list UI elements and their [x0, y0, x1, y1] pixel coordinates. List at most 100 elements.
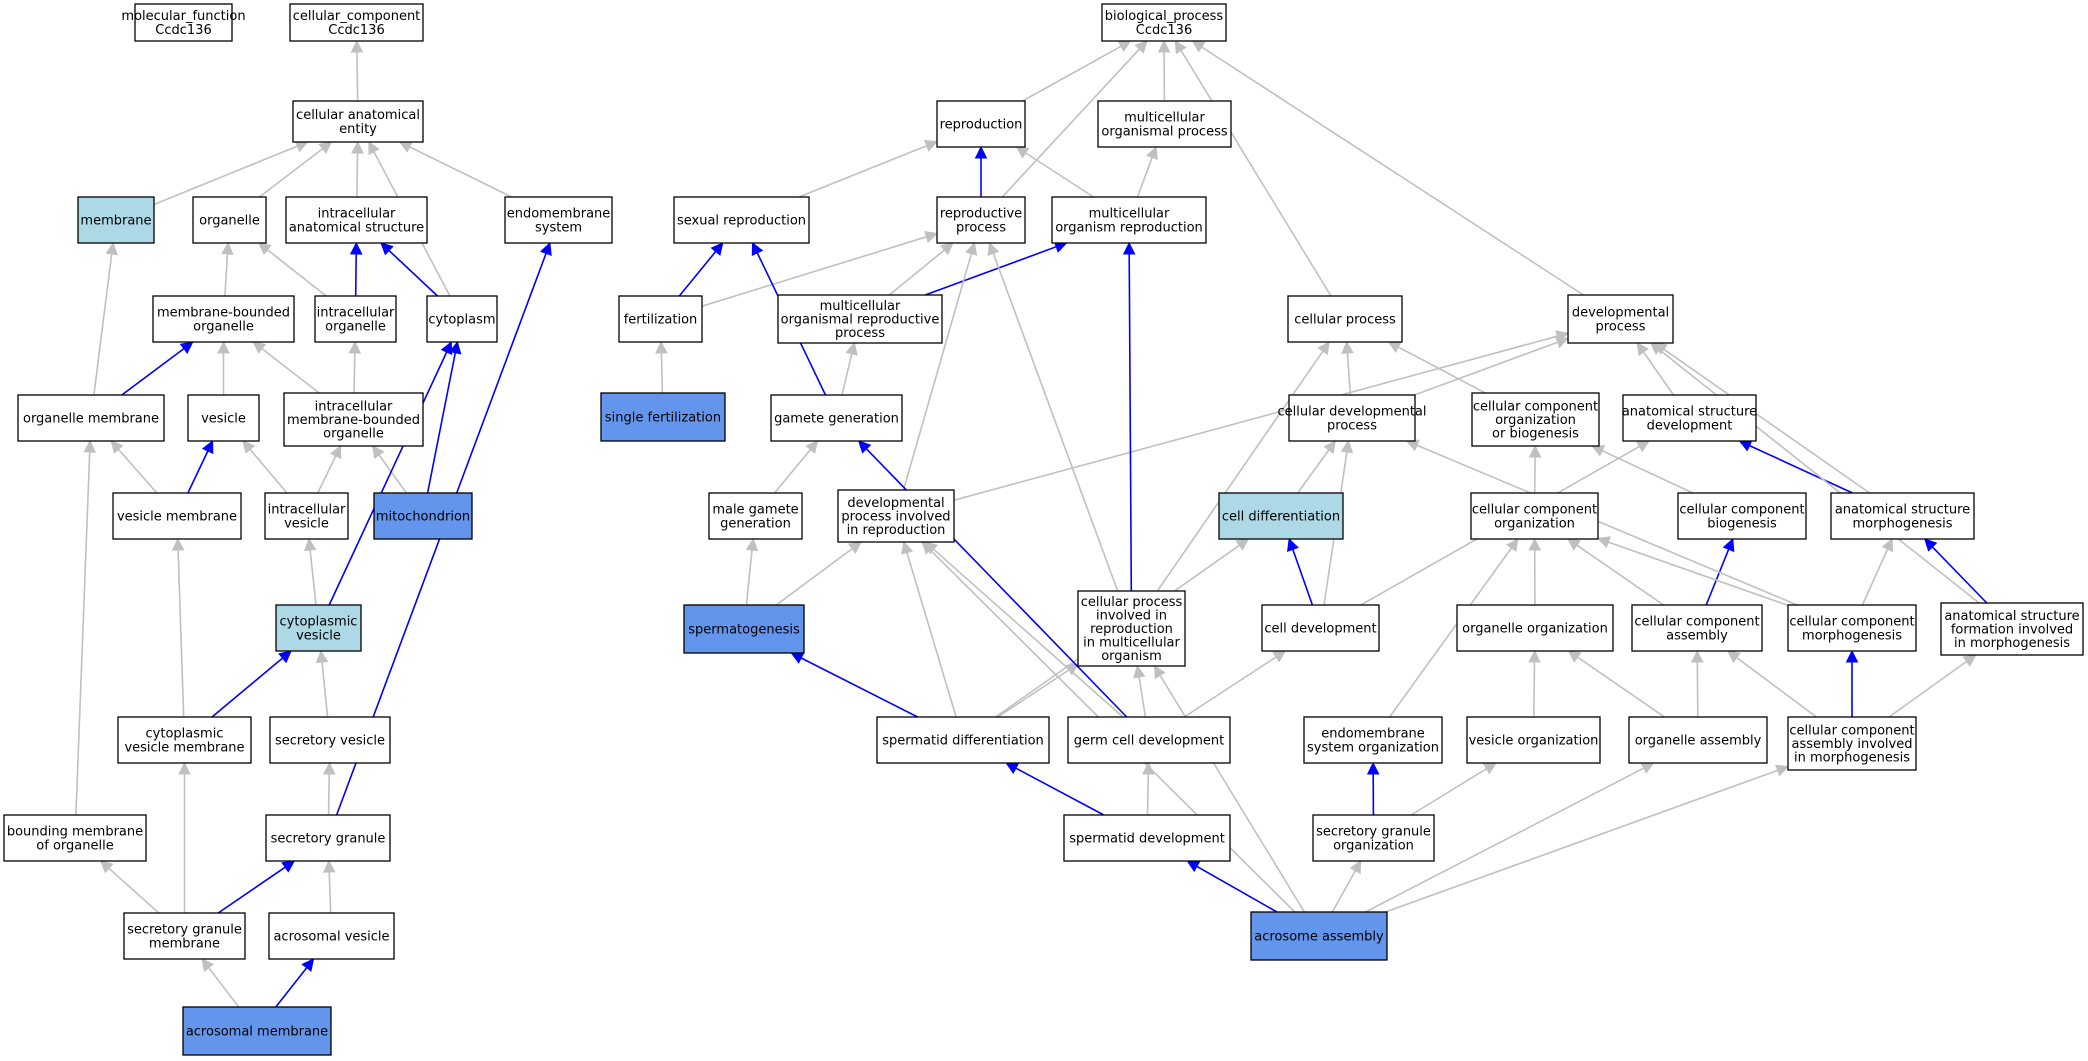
go-term-node-secves[interactable]: secretory vesicle [269, 716, 391, 764]
node-box [123, 912, 246, 960]
edge-cca-to-cco [1566, 538, 1665, 606]
go-term-node-orgass[interactable]: organelle assembly [1628, 716, 1768, 764]
edge-singfert-to-fert [655, 340, 668, 394]
edge-arrowhead [1157, 39, 1171, 53]
go-term-node-celldev[interactable]: cell development [1261, 604, 1380, 652]
go-term-node-celldiff[interactable]: cell differentiation [1218, 492, 1344, 540]
go-term-node-spermgen[interactable]: spermatogenesis [683, 604, 805, 654]
edge-line [1128, 253, 1133, 592]
go-term-node-acrass[interactable]: acrosome assembly [1250, 911, 1388, 961]
edge-line [1365, 767, 1645, 913]
go-term-node-veso[interactable]: vesicle organization [1466, 716, 1601, 764]
go-term-node-gamgen[interactable]: gamete generation [770, 394, 903, 442]
go-term-node-organelle[interactable]: organelle [192, 196, 267, 244]
node-label-line: multicellular [820, 299, 901, 314]
node-label-line: assembly involved [1792, 737, 1913, 752]
node-label-line: system [535, 220, 582, 235]
edge-celldev-to-celldiff [1287, 537, 1314, 606]
edge-morp-to-repproc [888, 242, 954, 296]
edge-line [208, 967, 240, 1008]
edge-gcd-to-celldev [1183, 650, 1287, 718]
node-label-line: bounding membrane [7, 825, 143, 840]
edge-sgo-to-veso [1410, 762, 1497, 816]
edge-cco-to-ccob [1528, 444, 1542, 494]
go-term-node-membrane[interactable]: membrane [77, 196, 155, 244]
go-term-node-acrves[interactable]: acrosomal vesicle [268, 912, 395, 960]
node-label-line: entity [339, 122, 377, 137]
edge-arrowhead [1015, 146, 1030, 159]
edge-line [1388, 547, 1513, 718]
edge-arrowhead [1881, 537, 1894, 553]
go-term-node-secgran[interactable]: secretory granule [265, 814, 391, 862]
edge-line [327, 773, 331, 816]
edge-repproc-to-bp [1001, 40, 1148, 198]
node-box [152, 295, 295, 343]
go-term-node-sexrep[interactable]: sexual reproduction [673, 196, 810, 244]
go-term-node-sptdiff[interactable]: spermatid differentiation [876, 716, 1050, 764]
edge-line [1931, 546, 1988, 604]
go-term-node-gcd[interactable]: germ cell development [1067, 716, 1231, 764]
node-box [268, 912, 395, 960]
edge-membrane-to-cae [153, 140, 309, 206]
node-label-line: reproduction [940, 118, 1023, 133]
go-term-node-orgorg[interactable]: organelle organization [1456, 604, 1614, 652]
go-term-node-orgmem[interactable]: organelle membrane [17, 394, 165, 442]
edge-line [1397, 346, 1486, 394]
go-term-node-singfert[interactable]: single fertilization [600, 392, 726, 442]
go-term-node-sptdev[interactable]: spermatid development [1063, 814, 1231, 862]
edge-line [1201, 46, 1584, 296]
go-term-node-cellproc[interactable]: cellular process [1287, 295, 1403, 343]
edge-orgmem-to-mbo [121, 341, 194, 396]
edge-arrowhead [368, 141, 380, 156]
edge-iv-to-vesicle [242, 440, 288, 494]
edge-organelle-to-cae [259, 141, 333, 198]
go-term-node-mito[interactable]: mitochondrion [373, 492, 473, 540]
go-term-node-repro[interactable]: reproduction [936, 100, 1026, 148]
edge-arrowhead [751, 242, 764, 257]
go-term-node-vesmem[interactable]: vesicle membrane [112, 492, 242, 540]
node-box [292, 100, 424, 143]
go-term-node-vesicle[interactable]: vesicle [187, 394, 260, 442]
edge-arrowhead [1506, 538, 1519, 552]
go-term-node-cytoplasm[interactable]: cytoplasm [426, 295, 498, 343]
go-term-node-acrmem[interactable]: acrosomal membrane [182, 1006, 332, 1056]
node-box [1787, 604, 1917, 652]
edge-line [249, 448, 288, 494]
go-term-node-fert[interactable]: fertilization [618, 295, 703, 343]
